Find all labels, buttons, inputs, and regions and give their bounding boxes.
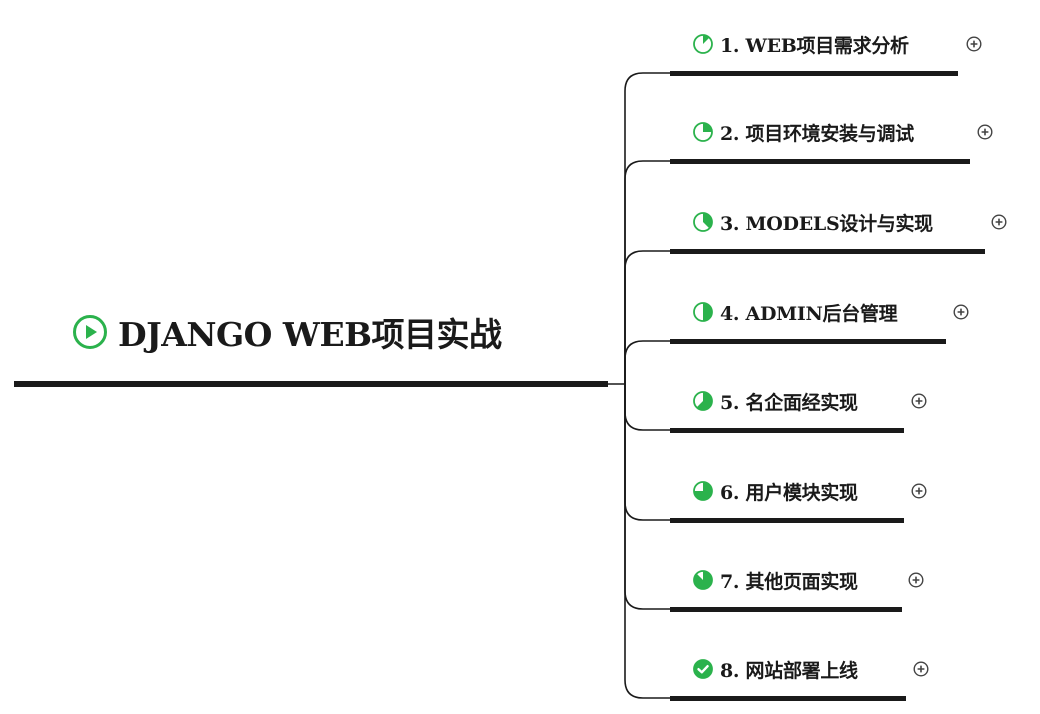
branch-topic[interactable]: 1. WEB项目需求分析 xyxy=(692,27,909,61)
branch-topic-label: 5. 名企面经实现 xyxy=(720,391,858,414)
branch-topic[interactable]: 5. 名企面经实现 xyxy=(692,384,858,418)
branch-underline xyxy=(670,339,946,344)
branch-underline xyxy=(670,696,906,701)
branch-topic-label: 7. 其他页面实现 xyxy=(720,570,858,593)
branch-topic[interactable]: 4. ADMIN后台管理 xyxy=(692,295,898,329)
branch-topic-label: 2. 项目环境安装与调试 xyxy=(720,122,914,145)
expand-plus-icon[interactable] xyxy=(908,572,924,588)
branch-connector xyxy=(624,160,670,384)
expand-plus-icon[interactable] xyxy=(953,304,969,320)
branch-connector xyxy=(624,72,670,384)
progress-pie-icon xyxy=(692,121,714,143)
branch-topic-label: 8. 网站部署上线 xyxy=(720,659,858,682)
progress-pie-icon xyxy=(692,211,714,233)
progress-pie-icon xyxy=(692,301,714,323)
branch-connector xyxy=(624,250,670,384)
root-topic[interactable]: DJANGO WEB项目实战 xyxy=(72,308,502,356)
progress-pie-icon xyxy=(692,569,714,591)
branch-underline xyxy=(670,159,970,164)
progress-pie-icon xyxy=(692,480,714,502)
branch-connector xyxy=(624,384,670,610)
branch-topic-label: 6. 用户模块实现 xyxy=(720,481,858,504)
progress-pie-icon xyxy=(692,658,714,680)
branch-topic[interactable]: 3. MODELS设计与实现 xyxy=(692,205,933,239)
progress-pie-icon xyxy=(692,390,714,412)
branch-topic[interactable]: 6. 用户模块实现 xyxy=(692,474,858,508)
branch-topic[interactable]: 2. 项目环境安装与调试 xyxy=(692,115,914,149)
branch-connector xyxy=(624,384,670,699)
branch-topic[interactable]: 7. 其他页面实现 xyxy=(692,563,858,597)
branch-underline xyxy=(670,428,904,433)
branch-connector xyxy=(624,384,670,521)
branch-topic[interactable]: 8. 网站部署上线 xyxy=(692,652,858,686)
branch-underline xyxy=(670,518,904,523)
branch-connector xyxy=(624,340,670,384)
play-circle-icon xyxy=(72,314,108,350)
progress-pie-icon xyxy=(692,33,714,55)
branch-underline xyxy=(670,249,985,254)
branch-topic-label: 1. WEB项目需求分析 xyxy=(720,34,909,57)
branch-connector xyxy=(624,384,670,431)
expand-plus-icon[interactable] xyxy=(991,214,1007,230)
branch-topic-label: 4. ADMIN后台管理 xyxy=(720,302,898,325)
expand-plus-icon[interactable] xyxy=(966,36,982,52)
branch-underline xyxy=(670,71,958,76)
branch-topic-label: 3. MODELS设计与实现 xyxy=(720,212,933,235)
root-underline xyxy=(14,381,608,387)
expand-plus-icon[interactable] xyxy=(911,393,927,409)
branch-underline xyxy=(670,607,902,612)
expand-plus-icon[interactable] xyxy=(911,483,927,499)
expand-plus-icon[interactable] xyxy=(977,124,993,140)
root-topic-label: DJANGO WEB项目实战 xyxy=(118,315,502,354)
expand-plus-icon[interactable] xyxy=(913,661,929,677)
